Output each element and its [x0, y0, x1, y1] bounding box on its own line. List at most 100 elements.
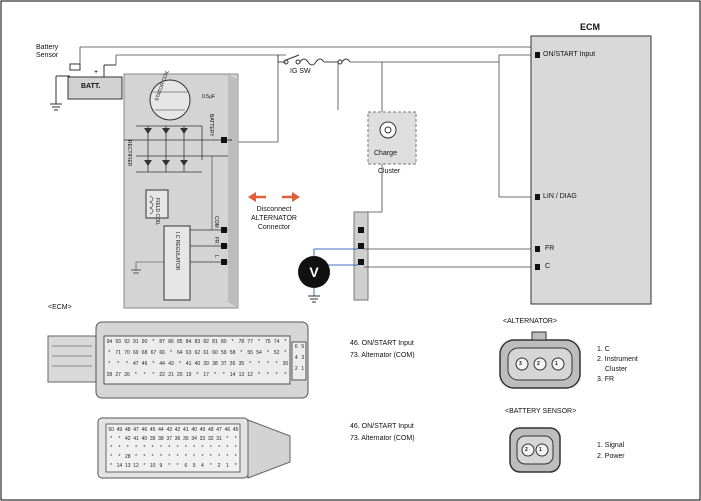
ecm-connector-1	[47, 321, 309, 399]
terminal-l: L	[213, 255, 219, 258]
ecm-pin-lin-diag: LIN / DIAG	[543, 193, 577, 200]
ecm2-pin: *	[118, 436, 121, 442]
ecm2-pin: 49	[199, 427, 206, 433]
ecm1-pin: *	[178, 361, 181, 367]
ecm2-pin: 41	[133, 436, 139, 442]
ecm2-pin: 4	[201, 463, 204, 469]
ecm2-pin: *	[118, 454, 121, 460]
ecm1-pin: *	[170, 350, 172, 356]
ecm1-pin: *	[108, 350, 111, 356]
ecm1-side-pin: 3	[301, 355, 305, 361]
ecm-box	[530, 35, 652, 305]
ecm1-side-pin: 5	[301, 344, 305, 350]
ecm2-pin: 32	[207, 436, 214, 442]
ecm2-pin: 1	[225, 463, 229, 469]
ecm2-pin: 37	[166, 436, 173, 442]
ecm2-pin: 36	[174, 436, 181, 442]
ecm1-pin: 17	[203, 372, 209, 378]
ecm1-pin: 87	[159, 339, 165, 345]
ecm1-pin: 20	[177, 372, 183, 378]
ecm2-pin: *	[168, 454, 171, 460]
ecm1-pin: 39	[203, 361, 209, 367]
ecm2-legend-1: 46. ON/START Input	[350, 423, 414, 430]
bs-legend-1: 1. Signal	[597, 442, 625, 449]
ecm1-pin: 91	[133, 339, 139, 345]
ecm1-pin: *	[258, 361, 260, 367]
ecm2-pin: 45	[149, 427, 156, 433]
alt-legend-4: 3. FR	[597, 376, 615, 383]
ecm1-pin: *	[266, 361, 269, 367]
battery-sensor-label: Battery Sensor	[36, 44, 59, 59]
ecm2-pin: 42	[174, 427, 181, 433]
ecm2-pin: *	[168, 463, 171, 469]
voltmeter-symbol: V	[309, 264, 319, 280]
ecm1-pin: *	[214, 372, 216, 378]
ecm2-pin: *	[118, 445, 121, 451]
ecm2-pin: *	[126, 445, 129, 451]
ecm2-pin: *	[201, 445, 204, 451]
rectifier-label: RECTIFIER	[126, 140, 132, 167]
charge-lamp-label: Charge	[374, 150, 397, 157]
ecm1-pin: 69	[133, 350, 139, 356]
alt-pin-3: 3	[519, 361, 522, 367]
ecm1-pin: 71	[115, 350, 121, 356]
ecm1-pin: 21	[168, 372, 174, 378]
ecm2-pin: 44	[158, 427, 164, 433]
ecm1-pin: 43	[168, 361, 174, 367]
ecm1-pin: *	[152, 372, 155, 378]
ecm2-pin: *	[110, 454, 113, 460]
ecm1-pin: 84	[185, 339, 192, 345]
ecm1-pin: *	[284, 372, 287, 378]
ecm2-pin: *	[110, 445, 113, 451]
ecm2-pin: 38	[158, 436, 164, 442]
bs-legend-2: 2. Power	[597, 453, 625, 460]
ecm2-pin: *	[110, 463, 113, 469]
ecm2-pin: *	[168, 445, 171, 451]
ecm2-pin: 10	[149, 463, 156, 469]
ecm2-pin: 5	[192, 463, 196, 469]
ecm1-pin: 27	[115, 372, 121, 378]
ecm2-pin: 28	[124, 454, 131, 460]
ecm2-pin: 6	[184, 463, 188, 469]
ecm1-pin: *	[134, 372, 137, 378]
ecm2-pin: *	[176, 463, 179, 469]
ecm1-pin: 47	[133, 361, 139, 367]
ecm2-pin: *	[201, 454, 204, 460]
ecm2-pin: 48	[124, 427, 131, 433]
ecm2-pin: 12	[133, 463, 139, 469]
ecm2-pin: 46	[224, 427, 231, 433]
ecm2-pin: *	[234, 445, 237, 451]
ecm2-pin: *	[234, 463, 237, 469]
ecm1-pin: *	[222, 372, 225, 378]
ecm1-pin: 83	[194, 339, 201, 345]
ecm1-pin: 36	[229, 361, 236, 367]
ecm2-pin: *	[234, 436, 237, 442]
ecm1-pin: 66	[159, 350, 165, 356]
alt-legend-2: 2. Instrument	[597, 356, 638, 363]
ecm1-pin: 14	[229, 372, 236, 378]
alternator-connector-shape	[499, 331, 581, 389]
alt-legend-3: Cluster	[605, 366, 628, 373]
ecm1-pin: *	[249, 361, 252, 367]
ecm2-pin: 2	[217, 463, 221, 469]
ecm2-pin: *	[226, 454, 229, 460]
ecm1-pin: *	[284, 339, 287, 345]
ecm2-pin: 47	[216, 427, 222, 433]
ecm1-pin: 35	[238, 361, 245, 367]
ecm1-pin: *	[275, 361, 278, 367]
note-line3: Connector	[257, 224, 291, 231]
ecm1-pin: *	[108, 361, 111, 367]
ecm2-pin: *	[159, 454, 162, 460]
note-line2: ALTERNATOR	[251, 215, 297, 222]
ecm1-pin: 90	[141, 339, 148, 345]
ecm1-pin: 19	[185, 372, 192, 378]
ecm1-pin: 46	[141, 361, 148, 367]
ecm1-pin: 85	[177, 339, 183, 345]
ecm1-pin: *	[143, 372, 146, 378]
ecm2-pin: *	[143, 463, 146, 469]
ecm1-pin: 13	[238, 372, 245, 378]
ecm1-pin: 26	[124, 372, 130, 378]
ecm2-pin: *	[159, 445, 162, 451]
cluster-label: Cluster	[378, 168, 401, 175]
